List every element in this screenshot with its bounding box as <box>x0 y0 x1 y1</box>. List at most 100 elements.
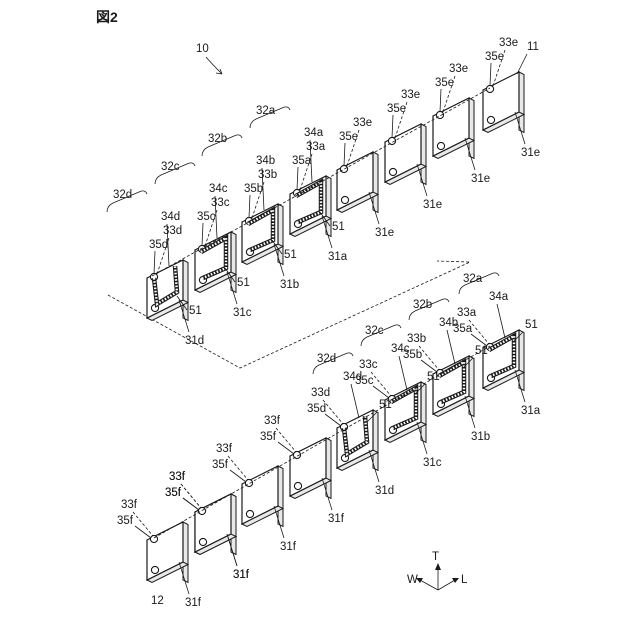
seal-label: 34b <box>256 155 275 167</box>
plate-edge <box>469 356 474 417</box>
bottom-plate-31d <box>337 410 378 471</box>
plate-label: 31e <box>521 147 540 159</box>
plate-label: 31e <box>423 199 442 211</box>
plate-hole <box>294 482 301 489</box>
hole-label: 35d <box>307 403 326 415</box>
plate-hole <box>199 538 206 545</box>
bottom-plate-31c <box>385 382 426 443</box>
hole-label: 35f <box>165 487 182 499</box>
plate-edge <box>183 260 188 321</box>
plate-edge <box>278 204 283 265</box>
seal-label: 34a <box>304 127 324 139</box>
plate-label: 31a <box>521 405 541 417</box>
assembly-leader <box>206 57 222 74</box>
hole-leader <box>325 414 341 426</box>
hole-label: 35a <box>292 155 312 167</box>
plate-label: 31d <box>375 485 394 497</box>
bottom-plate-31f <box>147 522 188 583</box>
plate-label: 31b <box>471 431 490 443</box>
seal-label: 34d <box>343 371 362 383</box>
plate-label: 31a <box>328 251 348 263</box>
seal-label: 34c <box>391 343 410 355</box>
plate-edge <box>278 466 283 527</box>
hole-leader <box>135 526 151 538</box>
hole-leader <box>230 470 246 482</box>
hole-leader <box>202 223 203 246</box>
plate-hole <box>487 116 494 123</box>
hole-leader <box>278 442 294 454</box>
top-plate-31a <box>290 176 331 237</box>
hole-leader <box>490 63 491 86</box>
axis-t-label: T <box>432 551 439 563</box>
top-plate-31b <box>242 204 283 265</box>
plate-label: 31e <box>471 173 490 185</box>
plate-edge <box>519 330 524 391</box>
top-plate-31e <box>483 72 524 133</box>
seal-leader <box>497 304 505 338</box>
hole-leader <box>183 498 199 510</box>
conn-label: 33d <box>163 225 182 237</box>
plate-edge <box>519 72 524 133</box>
plate-label: 31e <box>375 227 394 239</box>
top-plate-31e <box>433 98 474 159</box>
seal-label: 34c <box>209 183 228 195</box>
top-plate-31d <box>147 260 188 321</box>
plate-label: 31f <box>328 513 345 525</box>
plate-edge <box>231 232 236 293</box>
seal-ref-label: 51 <box>237 277 250 289</box>
plate-hole <box>246 510 253 517</box>
seal-ref-label: 51 <box>332 221 345 233</box>
bottom-plate-31a <box>483 330 524 391</box>
seal-leader <box>351 384 359 418</box>
conn-label: 33f <box>121 499 138 511</box>
conn-label: 33c <box>211 197 230 209</box>
seal-leader <box>399 356 407 390</box>
conn-label: 33b <box>258 169 277 181</box>
axis-t-arrow <box>435 563 441 570</box>
seal-ref-label: 51 <box>379 399 392 411</box>
plate-label: 31c <box>233 307 252 319</box>
plate-hole <box>340 165 347 172</box>
hole-leader <box>297 167 298 190</box>
conn-label: 33e <box>401 89 420 101</box>
plate-hole <box>389 168 396 175</box>
hole-label: 35f <box>260 431 277 443</box>
plate-edge <box>421 382 426 443</box>
hole-leader <box>249 195 250 218</box>
plate-edge <box>373 152 378 213</box>
plate-hole <box>341 196 348 203</box>
assembly-ref: 10 <box>196 43 209 55</box>
seal-leader <box>447 330 455 364</box>
conn-label: 33c <box>359 359 378 371</box>
seal-ref-label: 51 <box>189 305 202 317</box>
plate-label: 31f <box>185 597 202 609</box>
conn-label: 33a <box>306 141 326 153</box>
hole-label: 35f <box>117 515 134 527</box>
hole-leader <box>440 89 441 112</box>
conn-label: 33f <box>169 471 186 483</box>
plate-label: 31f <box>233 569 250 581</box>
plate-edge <box>373 410 378 471</box>
plate-edge <box>231 494 236 555</box>
plate-edge <box>326 438 331 499</box>
seal-label: 34d <box>161 211 180 223</box>
axis-w-label: W <box>407 574 418 586</box>
hole-leader <box>392 115 393 138</box>
bottom-plate-31f <box>290 438 331 499</box>
plate-label: 31f <box>280 541 297 553</box>
end-plate-label: 11 <box>527 41 539 53</box>
plate-label: 31b <box>280 279 299 291</box>
seal-ref-label: 51 <box>475 345 488 357</box>
plate-hole <box>486 85 493 92</box>
bottom-plate-31f <box>242 466 283 527</box>
hole-leader <box>344 143 345 166</box>
conn-label: 33f <box>216 443 233 455</box>
plate-hole <box>437 142 444 149</box>
axis-indicator: T W L <box>407 551 468 590</box>
plate-edge <box>326 176 331 237</box>
plate-hole <box>151 566 158 573</box>
seal-ref-label: 51 <box>284 249 297 261</box>
conn-label: 33e <box>449 63 468 75</box>
axis-w-line <box>420 580 438 590</box>
